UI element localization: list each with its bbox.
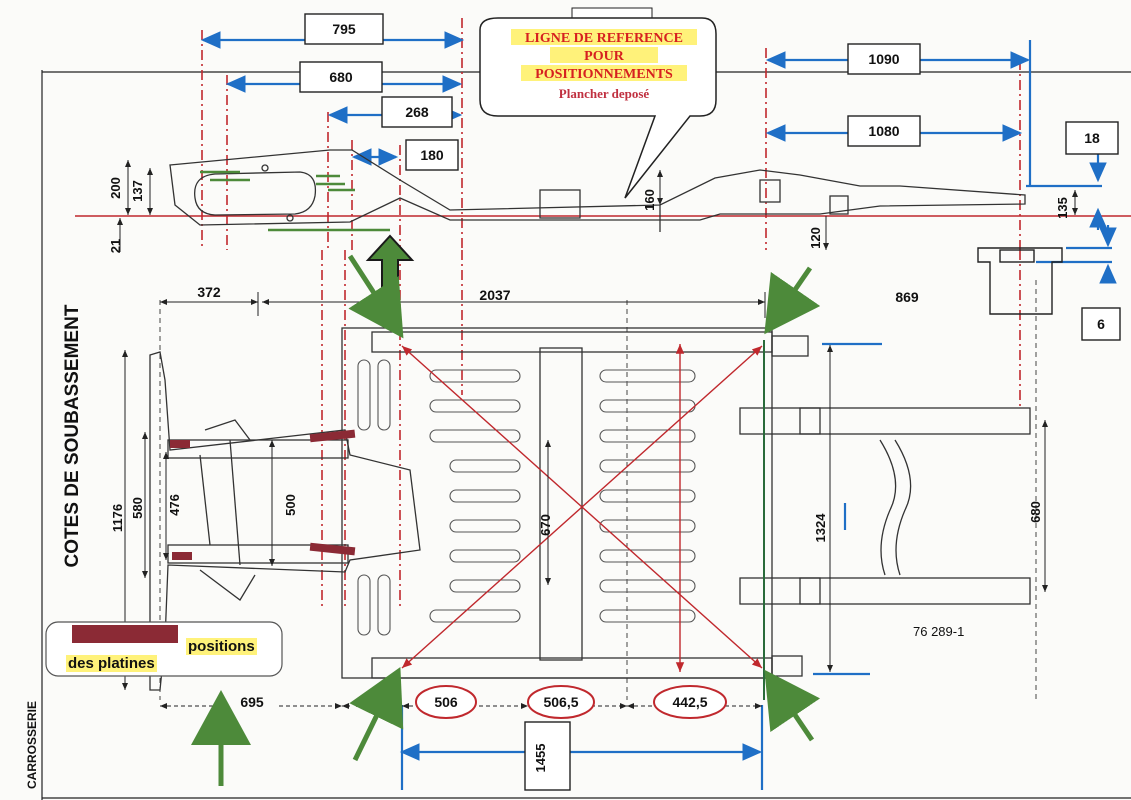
dim-268-label: 268 <box>405 104 429 120</box>
dim-670-label: 670 <box>538 514 553 536</box>
dim-box-1090: 1090 <box>847 43 921 75</box>
page-border <box>41 70 1131 800</box>
dim-1324-label: 1324 <box>813 513 828 543</box>
up-arrow-icon <box>365 234 415 289</box>
dim-box-268: 268 <box>381 96 453 128</box>
dim-476-label: 476 <box>167 494 182 516</box>
dim-680-label: 680 <box>329 69 353 85</box>
diagonal-check-lines <box>401 344 763 672</box>
dim-137-label: 137 <box>130 180 145 202</box>
dim-2037-label: 2037 <box>479 287 510 303</box>
side-view-chassis <box>169 149 1026 232</box>
dim-box-18: 18 <box>1065 121 1119 155</box>
dim-180-label: 180 <box>420 147 444 163</box>
floor-pan <box>341 327 809 679</box>
green-pointer-arrows <box>191 254 821 786</box>
dim-580-label: 580 <box>130 497 145 519</box>
dim-1090-label: 1090 <box>868 51 899 67</box>
dim-box-795: 795 <box>304 13 384 45</box>
floor-ribs <box>357 359 696 636</box>
plan-dim-lines <box>159 280 1037 700</box>
side-dimension-ticks <box>117 160 1078 252</box>
callout-line-2: POUR <box>584 49 625 64</box>
dim-1080-label: 1080 <box>868 123 899 139</box>
dim-box-1080: 1080 <box>847 115 921 147</box>
callout-line-3: POSITIONNEMENTS <box>535 67 673 82</box>
dim-442-5-label: 442,5 <box>672 694 707 710</box>
dim-695-label: 695 <box>240 694 264 710</box>
legend-platine-swatch <box>72 625 178 643</box>
dim-506-label: 506 <box>434 694 458 710</box>
dim-680-rear-label: 680 <box>1028 501 1043 523</box>
rear-frame <box>739 407 1031 605</box>
dim-120-label: 120 <box>808 227 823 249</box>
dim-18-label: 18 <box>1084 130 1100 146</box>
dim-1455-label: 1455 <box>533 744 548 773</box>
vertical-title: COTES DE SOUBASSEMENT <box>62 304 83 567</box>
dim-box-6: 6 <box>1081 307 1121 341</box>
dim-160-label: 160 <box>642 189 657 211</box>
dim-1176-label: 1176 <box>110 504 125 532</box>
legend-positions-label: positions <box>186 638 257 655</box>
dim-869-label: 869 <box>895 289 919 305</box>
dim-21-label: 21 <box>108 239 123 253</box>
dim-157-label: 157 <box>355 694 379 710</box>
dim-200-label: 200 <box>108 177 123 199</box>
plan-platine-marks <box>170 429 356 560</box>
dim-box-180: 180 <box>405 139 459 171</box>
top-blue-dimensions <box>200 31 1117 790</box>
dim-box-1455: 1455 <box>524 721 571 791</box>
rear-bracket <box>977 247 1063 315</box>
reference-callout: LIGNE DE REFERENCE POUR POSITIONNEMENTS … <box>479 7 717 199</box>
bottom-dim-ovals <box>415 685 727 719</box>
dim-6-label: 6 <box>1097 316 1105 332</box>
side-view-platine-marks <box>200 170 390 232</box>
drawing-reference-code: 76 289-1 <box>913 624 964 639</box>
dim-500-label: 500 <box>283 494 298 516</box>
dim-506-5-label: 506,5 <box>543 694 578 710</box>
callout-line-1: LIGNE DE REFERENCE <box>525 31 683 46</box>
callout-line-4: Plancher deposé <box>559 86 650 101</box>
legend-des-platines-label: des platines <box>66 655 157 672</box>
dim-box-680: 680 <box>299 61 383 93</box>
dim-135-label: 135 <box>1055 197 1070 219</box>
dim-372-label: 372 <box>197 284 221 300</box>
dim-795-label: 795 <box>332 21 356 37</box>
carrosserie-label: CARROSSERIE <box>25 701 39 789</box>
